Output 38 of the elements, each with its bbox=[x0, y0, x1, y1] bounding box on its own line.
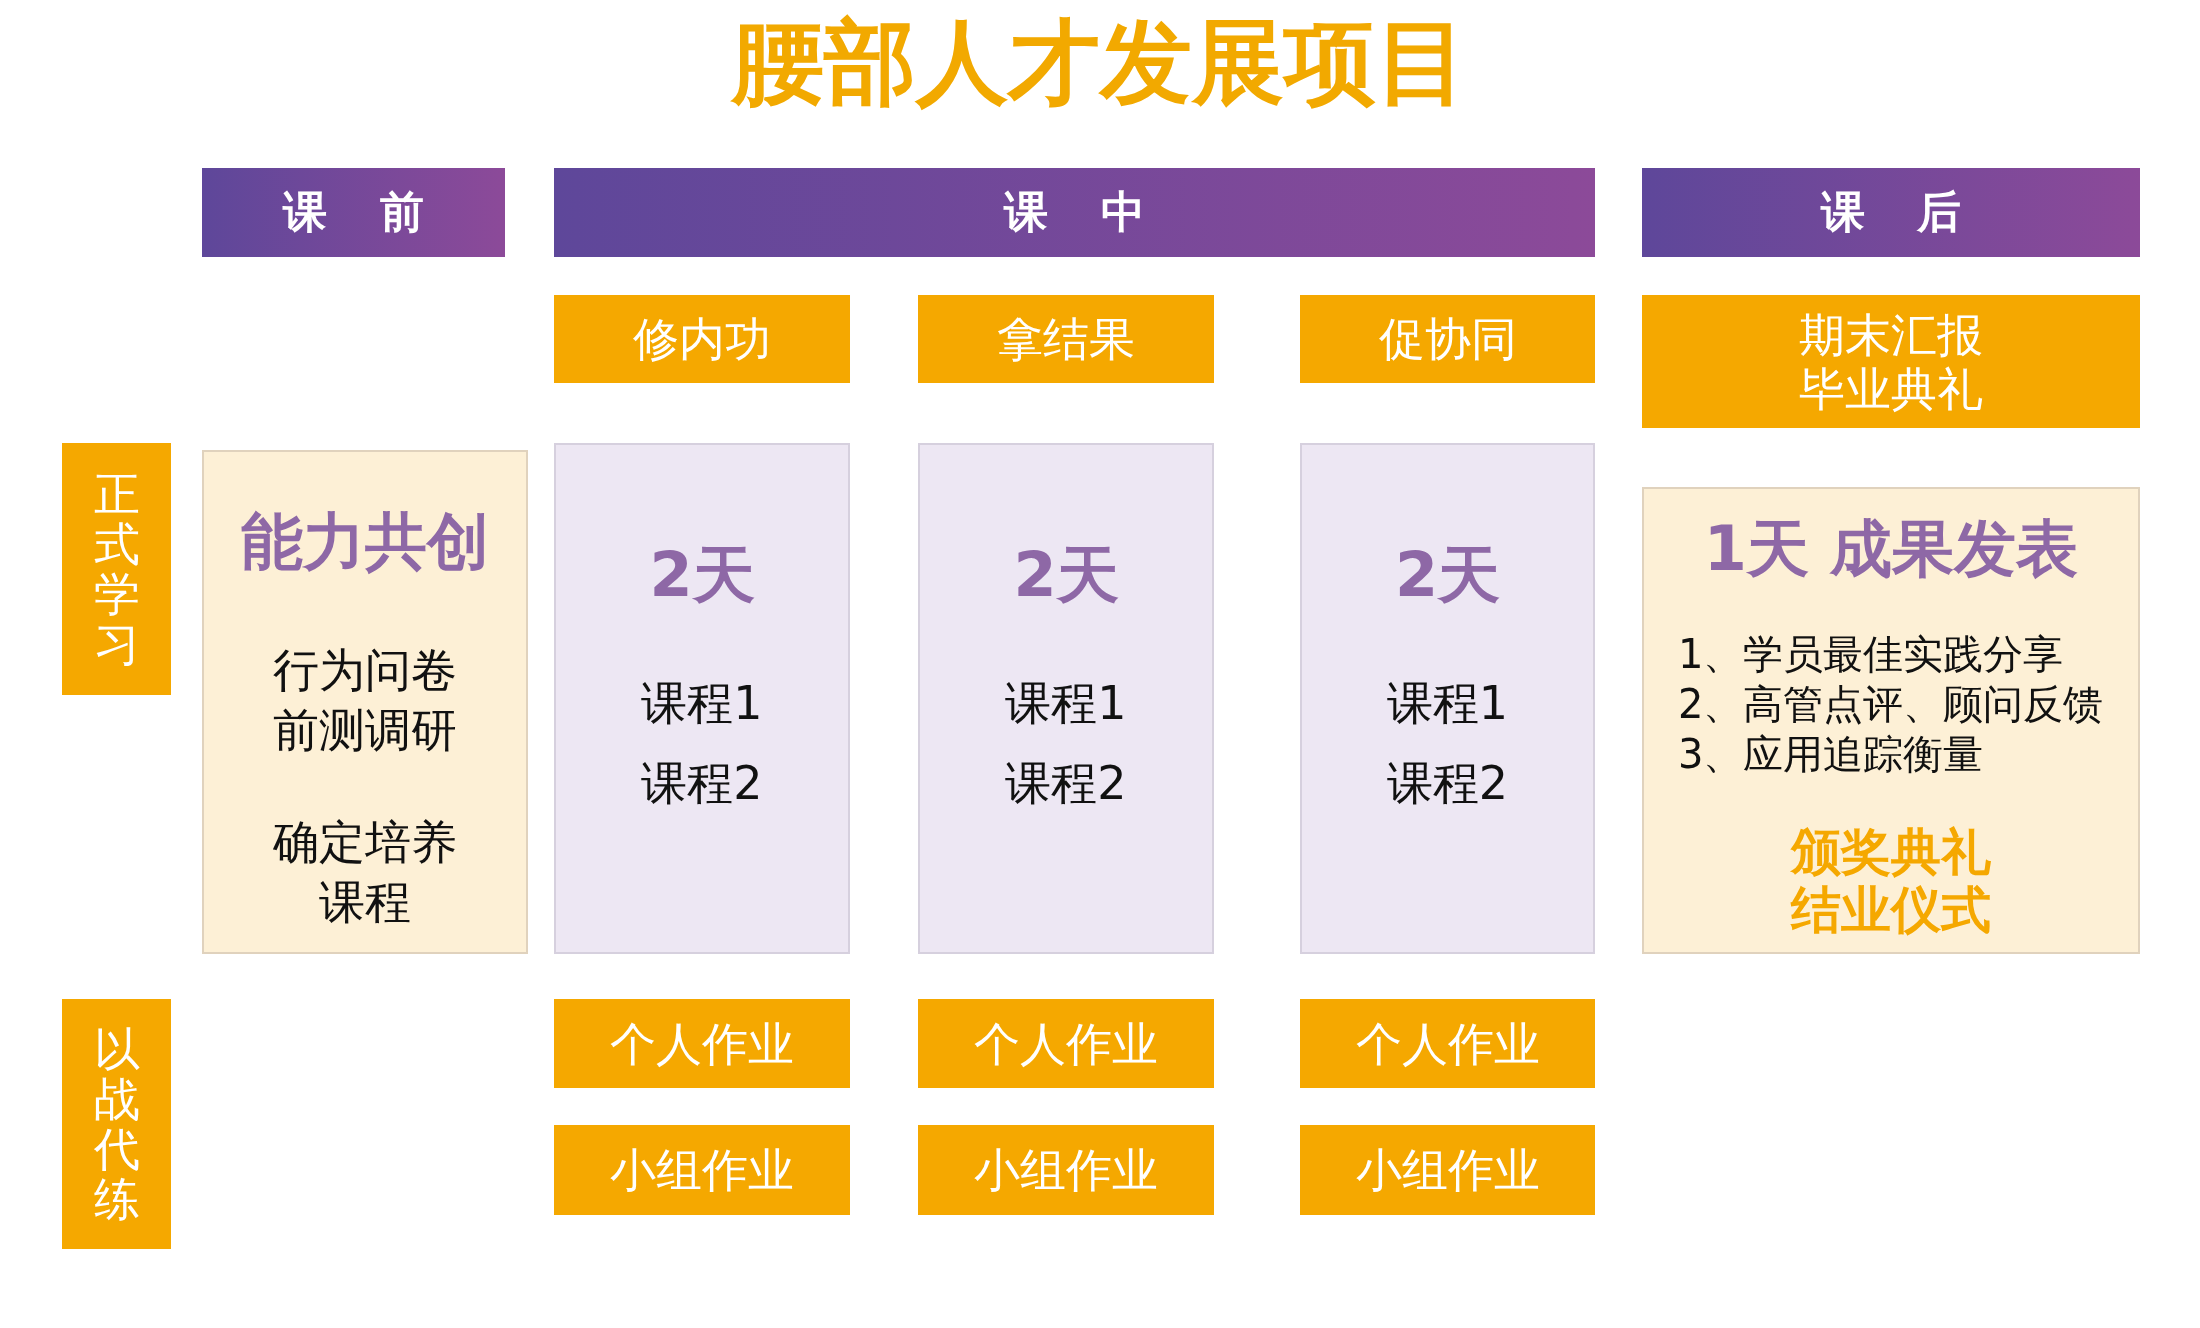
course-item: 课程2 bbox=[1386, 755, 1509, 812]
stage-label: 小组作业 bbox=[918, 1125, 1214, 1215]
list-item: 1、学员最佳实践分享 bbox=[1678, 630, 2064, 679]
stage-label: 拿结果 bbox=[918, 295, 1214, 383]
course-item: 课程2 bbox=[1005, 755, 1127, 812]
stage-label: 个人作业 bbox=[1300, 999, 1595, 1088]
content-panel bbox=[918, 443, 1214, 954]
row-label: 以战代练 bbox=[62, 999, 171, 1249]
content-panel bbox=[554, 443, 850, 954]
course-item: 课程1 bbox=[641, 675, 763, 732]
course-item: 课程2 bbox=[641, 755, 763, 812]
panel-heading: 1天 成果发表 bbox=[1703, 511, 2079, 587]
stage-label: 小组作业 bbox=[554, 1125, 850, 1215]
course-item: 课程1 bbox=[1005, 675, 1127, 732]
stage-label: 期末汇报毕业典礼 bbox=[1642, 295, 2140, 428]
row-label: 正式学习 bbox=[62, 443, 171, 695]
phase-header-bar: 课前 bbox=[202, 168, 505, 257]
list-item: 2、高管点评、顾问反馈 bbox=[1678, 680, 2104, 729]
phase-header-bar: 课后 bbox=[1642, 168, 2140, 257]
content-panel bbox=[1300, 443, 1595, 954]
highlight-text: 颁奖典礼结业仪式 bbox=[1789, 823, 1992, 939]
diagram-title: 腰部人才发展项目 bbox=[729, 8, 1469, 118]
stage-label: 个人作业 bbox=[918, 999, 1214, 1088]
body-text: 确定培养课程 bbox=[272, 814, 458, 931]
day-count: 2天 bbox=[1013, 537, 1119, 613]
stage-label: 促协同 bbox=[1300, 295, 1595, 383]
course-item: 课程1 bbox=[1386, 675, 1509, 732]
phase-header-bar: 课中 bbox=[554, 168, 1595, 257]
stage-label: 小组作业 bbox=[1300, 1125, 1595, 1215]
content-panel bbox=[1642, 487, 2140, 954]
day-count: 2天 bbox=[649, 537, 755, 613]
content-panel bbox=[202, 450, 528, 954]
panel-heading: 能力共创 bbox=[241, 504, 489, 580]
stage-label: 个人作业 bbox=[554, 999, 850, 1088]
body-text: 行为问卷前测调研 bbox=[272, 642, 458, 759]
stage-label: 修内功 bbox=[554, 295, 850, 383]
day-count: 2天 bbox=[1394, 537, 1501, 613]
list-item: 3、应用追踪衡量 bbox=[1678, 730, 1984, 779]
